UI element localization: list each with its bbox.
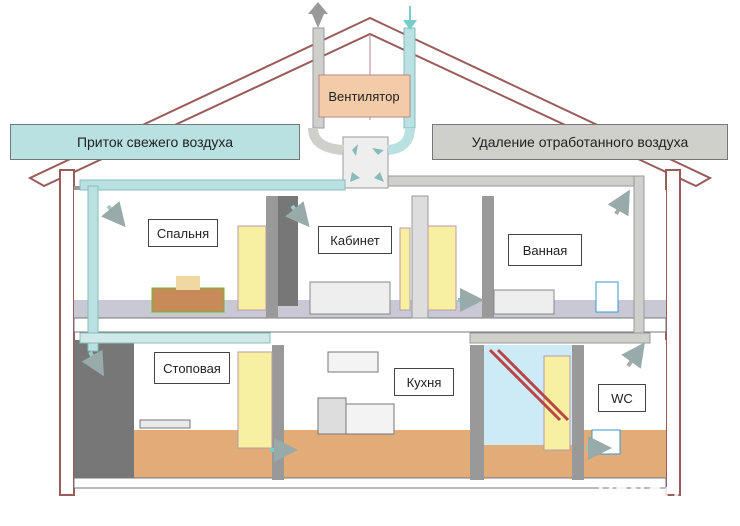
room-label-bathroom: Ванная xyxy=(508,234,582,266)
exhaust-arrow-icon xyxy=(308,2,328,28)
doors xyxy=(237,225,571,451)
intake-arrow-icon xyxy=(403,6,417,30)
airflow-arrows xyxy=(81,189,645,462)
room-label-bedroom: Спальня xyxy=(148,219,218,247)
furniture xyxy=(139,276,621,455)
watermark: VENCON xyxy=(598,482,699,506)
exhaust-air-banner: Удаление отработанного воздуха xyxy=(432,124,728,160)
fan-label: Вентилятор xyxy=(320,78,408,114)
room-label-wc: WC xyxy=(598,384,646,412)
supply-air-banner: Приток свежего воздуха xyxy=(10,124,300,160)
exhaust-duct xyxy=(387,175,651,344)
room-label-kitchen: Кухня xyxy=(394,368,454,396)
room-label-dining: Стоповая xyxy=(154,352,230,384)
room-label-study: Кабинет xyxy=(318,226,392,254)
